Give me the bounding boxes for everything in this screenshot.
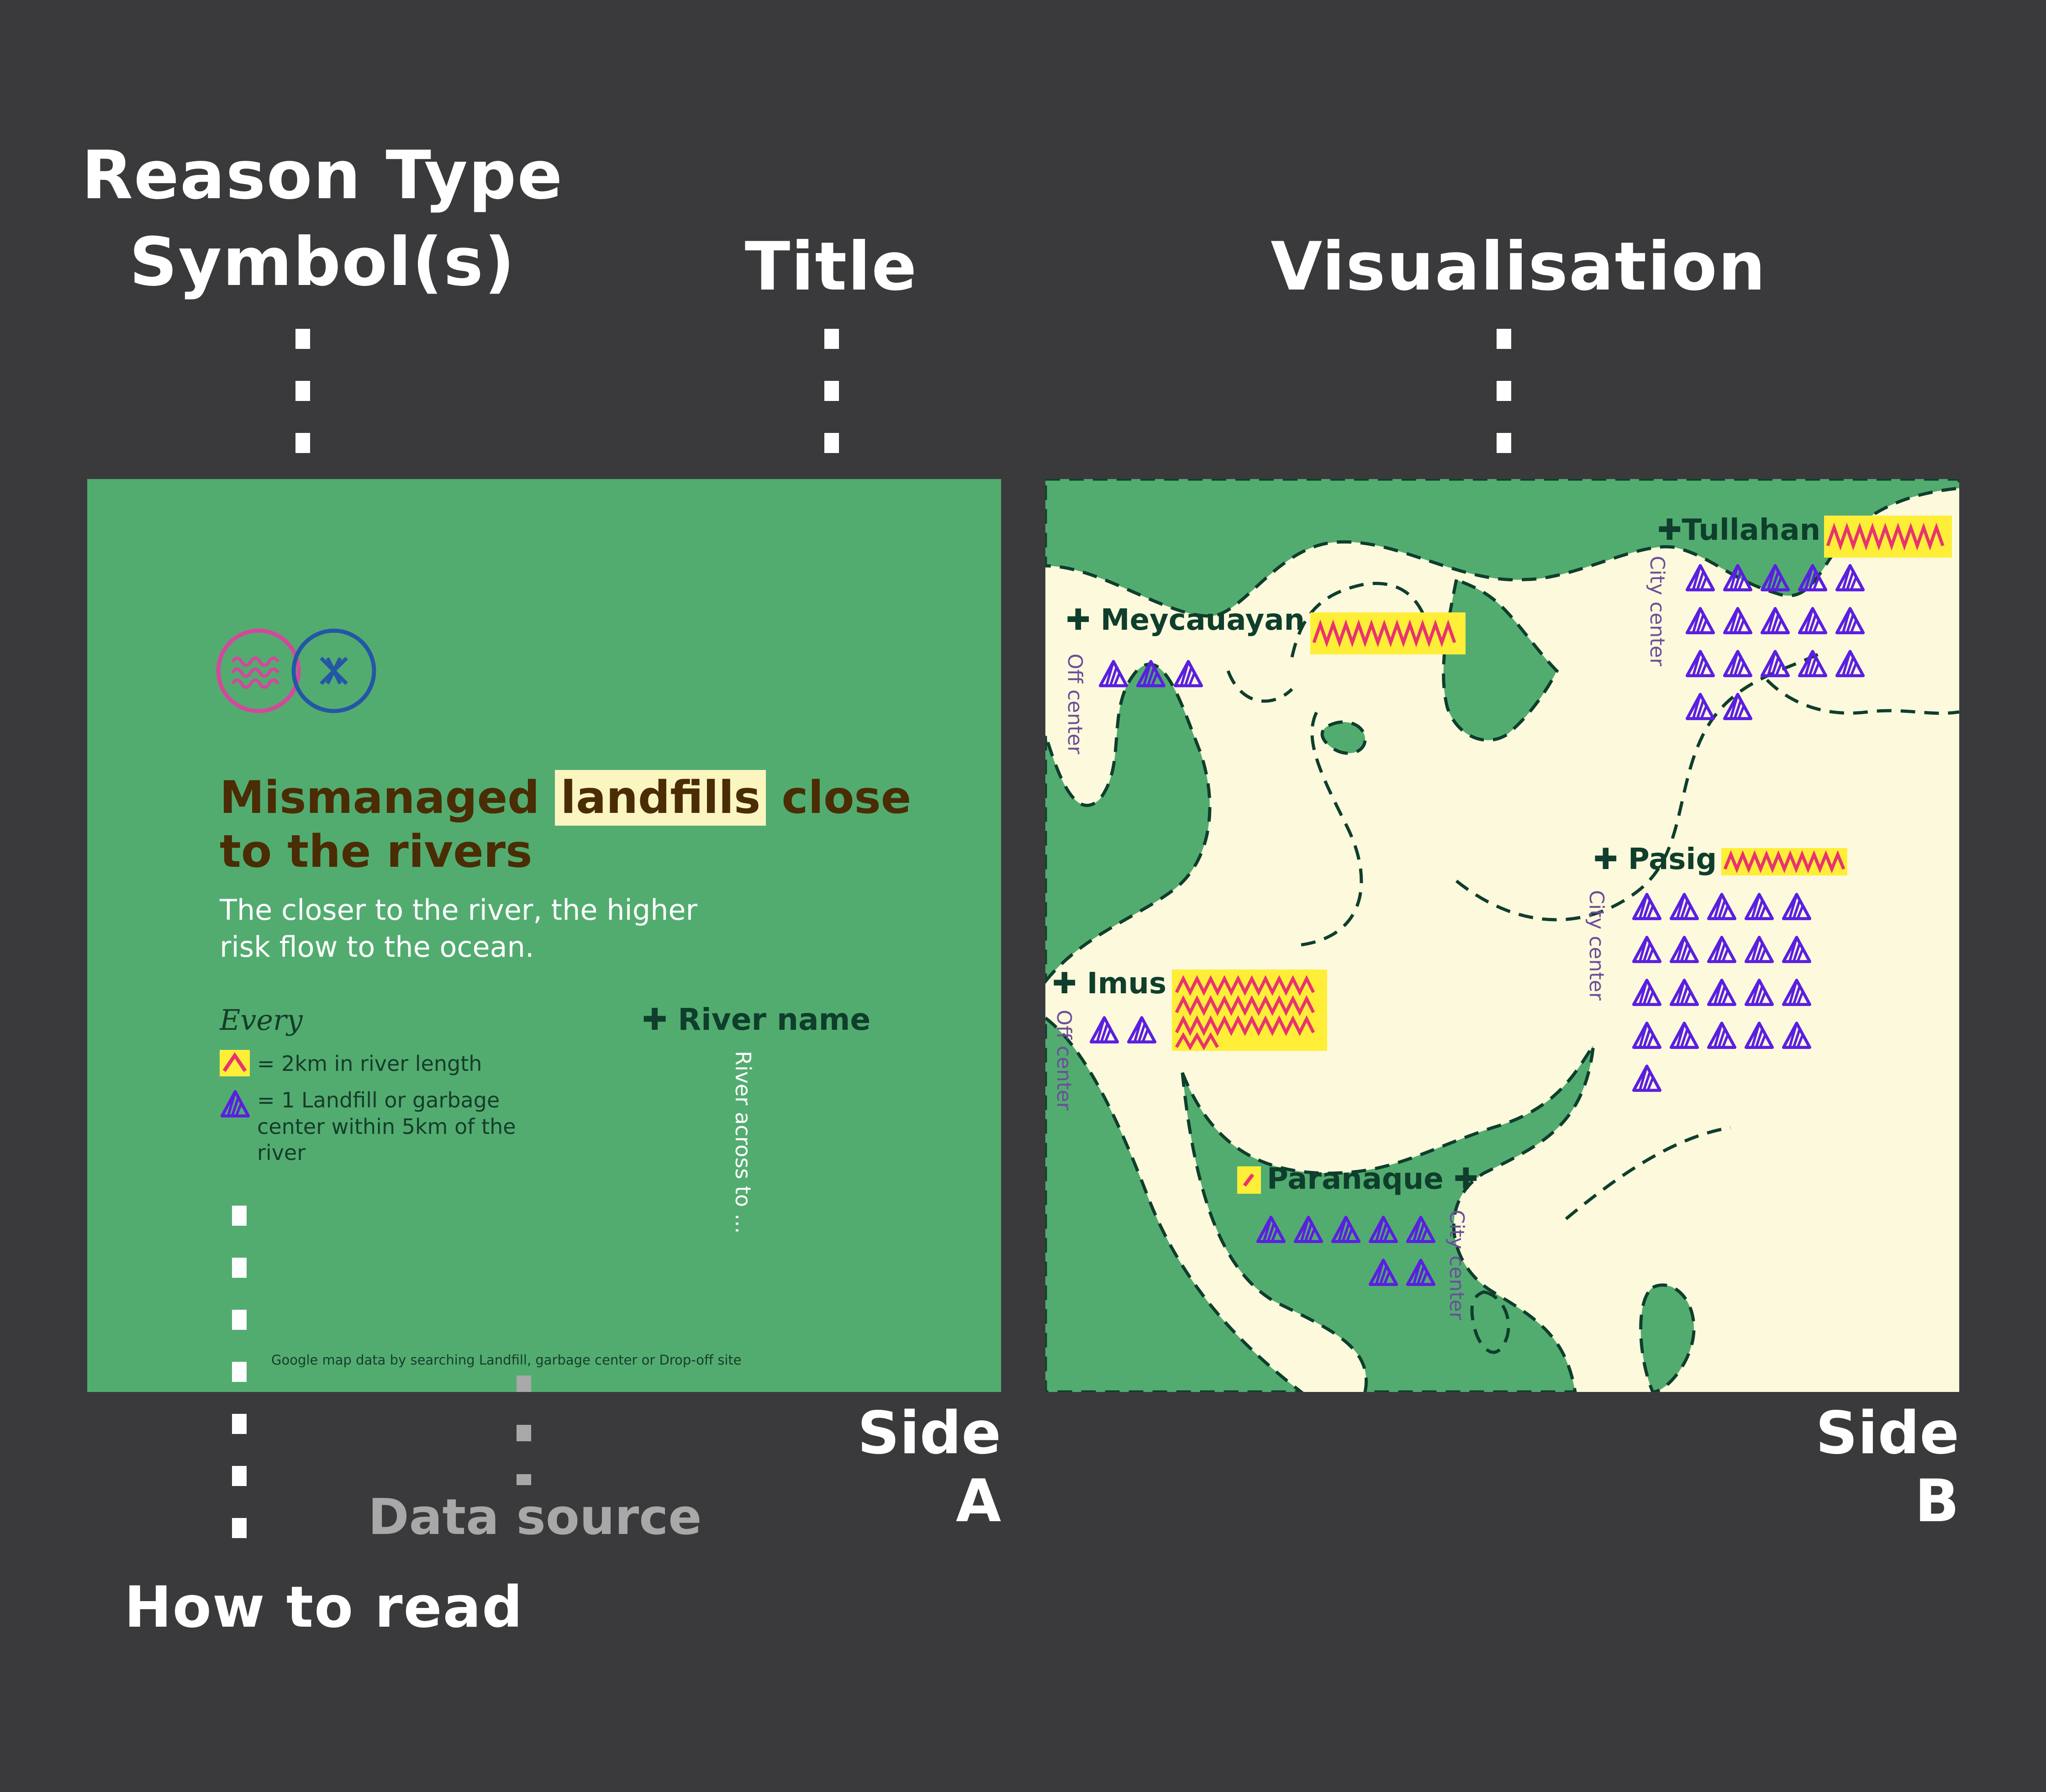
- location-tullahan: City center: [1645, 556, 1669, 666]
- city-label-imus: ✚ Imus: [1052, 967, 1167, 1001]
- river-length-pasig: [1721, 848, 1847, 875]
- city-label-paranaque: Paranaque ✚: [1267, 1162, 1478, 1196]
- plus-icon: ✚: [1593, 843, 1618, 876]
- river-length-imus: [1172, 970, 1327, 1051]
- location-imus: Off center: [1052, 1010, 1076, 1111]
- plus-icon: ✚: [1657, 513, 1682, 547]
- data-source-text: Google map data by searching Landfill, g…: [271, 1352, 742, 1368]
- subtitle: The closer to the river, the higher risk…: [220, 893, 698, 964]
- title-part2: close: [766, 772, 912, 824]
- chart-title: Mismanaged landfills close to the rivers: [220, 770, 973, 879]
- landfills-imus: [1089, 1016, 1166, 1048]
- river-blob-2: [1639, 1283, 1696, 1392]
- plus-icon: ✚: [1052, 967, 1077, 1001]
- landfills-pasig: [1631, 892, 1823, 1125]
- location-pasig: City center: [1585, 890, 1608, 1001]
- side-b-label: Side B: [1815, 1399, 1960, 1535]
- cross-circle-icon: [291, 628, 376, 713]
- wave-circle-icon: [216, 628, 301, 713]
- annotation-how-to-read: How to read: [124, 1575, 524, 1640]
- river-top: [1045, 479, 1959, 618]
- landfills-paranaque: [1255, 1215, 1447, 1293]
- legend-heading: Every: [220, 1003, 303, 1037]
- river-unit-legend-icon: [220, 1050, 250, 1076]
- plus-icon: ✚: [1066, 603, 1091, 637]
- reason-type-symbols: [216, 628, 376, 713]
- river-blob-3: [1470, 1290, 1510, 1354]
- river-length-paranaque: [1237, 1166, 1261, 1194]
- river-name-legend: ✚ River name: [642, 1002, 871, 1037]
- title-line2: to the rivers: [220, 825, 533, 878]
- title-highlight: landfills: [555, 770, 766, 826]
- leader-line-data-source: [517, 1376, 531, 1485]
- annotation-data-source: Data source: [368, 1489, 702, 1546]
- city-label-meycauayan: ✚ Meycauayan: [1066, 603, 1305, 637]
- side-a-label: Side A: [857, 1399, 1002, 1535]
- title-part1: Mismanaged: [220, 772, 555, 824]
- river-across-label: River across to ...: [731, 1051, 755, 1234]
- city-label-tullahan: ✚Tullahan: [1657, 513, 1821, 547]
- plus-icon: ✚: [642, 1002, 668, 1037]
- legend-landfill-unit: = 1 Landfill or garbage center within 5k…: [257, 1088, 516, 1165]
- location-meycauayan: Off center: [1063, 654, 1086, 754]
- plus-icon: ✚: [1453, 1162, 1478, 1196]
- leader-line-visualisation: [1497, 329, 1511, 461]
- legend-river-unit: = 2km in river length: [257, 1051, 482, 1076]
- river-length-tullahan: [1824, 516, 1952, 558]
- river-blob-1: [1320, 720, 1367, 755]
- annotation-visualisation: Visualisation: [1271, 228, 1767, 306]
- landfill-legend-icon: [220, 1090, 251, 1118]
- city-label-pasig: ✚ Pasig: [1593, 843, 1717, 876]
- location-paranaque: City center: [1445, 1210, 1468, 1320]
- leader-line-how-to-read: [232, 1206, 247, 1544]
- river-middle: [1442, 577, 1559, 742]
- river-left-bottom: [1045, 1016, 1304, 1392]
- annotation-reason-type-symbols: Reason Type Symbol(s): [81, 137, 564, 301]
- annotation-title: Title: [744, 228, 918, 306]
- side-b-map-panel: ✚ Meycauayan Off center ✚Tullahan City c…: [1045, 479, 1959, 1392]
- landfills-meycauayan: [1098, 659, 1208, 691]
- river-left: [1045, 663, 1212, 984]
- river-map: [1045, 479, 1959, 1392]
- landfills-tullahan: [1685, 564, 1877, 746]
- side-a-panel: Mismanaged landfills close to the rivers…: [87, 479, 1001, 1392]
- river-length-meycauayan: [1310, 612, 1466, 654]
